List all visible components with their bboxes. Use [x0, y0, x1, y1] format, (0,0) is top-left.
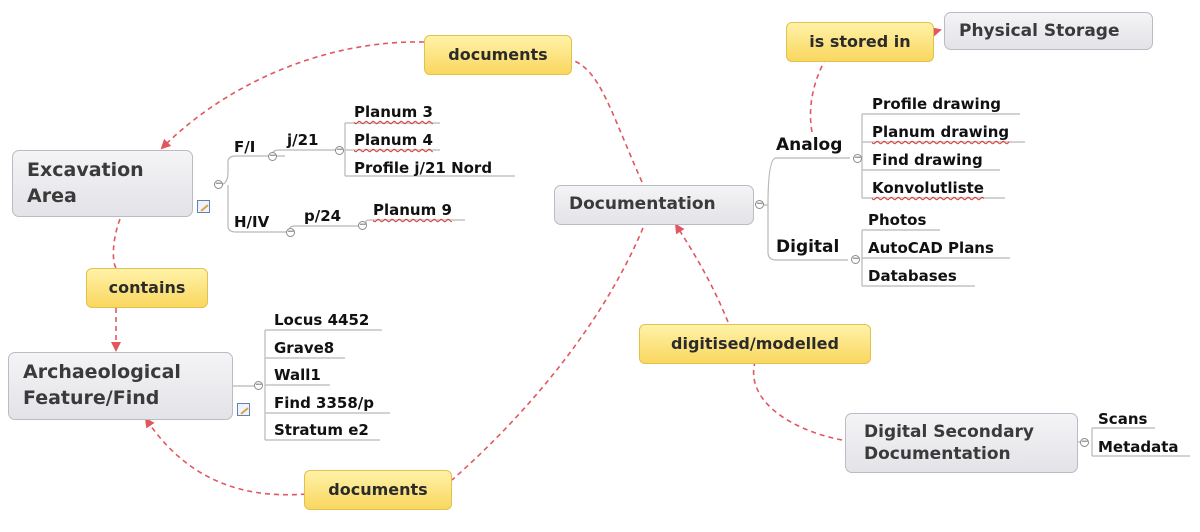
feature-item[interactable]: Grave8	[274, 339, 335, 357]
analog-item[interactable]: Konvolutliste	[872, 179, 984, 197]
relation-digitised-label[interactable]: digitised/modelled	[639, 324, 871, 364]
relation-documents-bottom	[146, 227, 644, 496]
documentation-node[interactable]: Documentation	[554, 185, 754, 225]
documentation-label: Documentation	[569, 194, 716, 214]
physical-storage-label: Physical Storage	[959, 21, 1120, 41]
note-icon[interactable]	[197, 200, 210, 213]
secondary-item[interactable]: Scans	[1098, 410, 1148, 428]
relation-documents-top	[162, 41, 643, 183]
tree-line	[227, 185, 290, 233]
branch-p24[interactable]: p/24	[304, 207, 342, 225]
branch-digital[interactable]: Digital	[776, 237, 840, 257]
collapse-icon[interactable]: −	[358, 220, 367, 230]
relation-is-stored-in-label[interactable]: is stored in	[786, 22, 934, 62]
collapse-icon[interactable]: −	[755, 199, 764, 209]
digital-secondary-line2: Documentation	[864, 444, 1011, 464]
tree-line	[764, 157, 850, 206]
digital-item[interactable]: Databases	[868, 267, 957, 285]
analog-item[interactable]: Find drawing	[872, 151, 983, 169]
leaf-planum-3[interactable]: Planum 3	[354, 103, 433, 121]
collapse-icon[interactable]: −	[286, 227, 295, 237]
branch-hiv[interactable]: H/IV	[234, 213, 270, 231]
collapse-icon[interactable]: −	[254, 380, 263, 390]
feature-item[interactable]: Wall1	[274, 366, 321, 384]
leaf-profile-j21-text: Profile j/21 Nord	[354, 159, 493, 177]
feature-item[interactable]: Find 3358/p	[274, 394, 374, 412]
analog-item[interactable]: Planum drawing	[872, 123, 1010, 141]
tree-line	[218, 155, 285, 186]
relation-documents-top-label[interactable]: documents	[424, 35, 572, 75]
collapse-icon[interactable]: −	[335, 145, 344, 155]
analog-item[interactable]: Profile drawing	[872, 95, 1002, 113]
note-icon[interactable]	[237, 403, 250, 416]
tree-line	[365, 219, 465, 224]
digital-item[interactable]: AutoCAD Plans	[868, 239, 994, 257]
branch-analog[interactable]: Analog	[776, 135, 843, 155]
relation-contains-label[interactable]: contains	[86, 268, 208, 308]
physical-storage-node[interactable]: Physical Storage	[944, 12, 1153, 50]
digital-secondary-node[interactable]: Digital Secondary Documentation	[845, 413, 1078, 473]
feature-item[interactable]: Stratum e2	[274, 421, 369, 439]
collapse-icon[interactable]: −	[1080, 437, 1089, 447]
archaeological-feature-node[interactable]: Archaeological Feature/Find	[8, 352, 233, 420]
relation-contains	[113, 218, 120, 350]
digital-item[interactable]: Photos	[868, 211, 927, 229]
tree-line	[264, 329, 390, 441]
tree-line	[344, 122, 515, 177]
relation-documents-bottom-label[interactable]: documents	[304, 470, 452, 510]
leaf-planum-4[interactable]: Planum 4	[354, 131, 433, 149]
leaf-planum-9[interactable]: Planum 9	[373, 201, 452, 219]
excavation-area-line2: Area	[27, 185, 77, 207]
digital-secondary-line1: Digital Secondary	[864, 422, 1035, 442]
collapse-icon[interactable]: −	[851, 254, 860, 264]
leaf-profile-j21[interactable]: Profile j/21 Nord	[354, 159, 492, 177]
feature-item[interactable]: Locus 4452	[274, 311, 370, 329]
collapse-icon[interactable]: −	[268, 151, 277, 161]
secondary-item[interactable]: Metadata	[1098, 438, 1179, 456]
tree-line	[861, 229, 1010, 287]
tree-line	[767, 205, 848, 261]
excavation-area-node[interactable]: Excavation Area	[12, 150, 193, 217]
relation-digitised	[676, 225, 843, 441]
collapse-icon[interactable]: −	[853, 153, 862, 163]
branch-fi[interactable]: F/I	[234, 138, 256, 156]
excavation-area-line1: Excavation	[27, 159, 144, 181]
archaeological-feature-line2: Feature/Find	[23, 387, 160, 409]
collapse-icon[interactable]: −	[214, 179, 223, 189]
branch-j21[interactable]: j/21	[287, 131, 319, 149]
archaeological-feature-line1: Archaeological	[23, 361, 181, 383]
tree-line	[861, 113, 1025, 199]
tree-line	[289, 225, 360, 232]
